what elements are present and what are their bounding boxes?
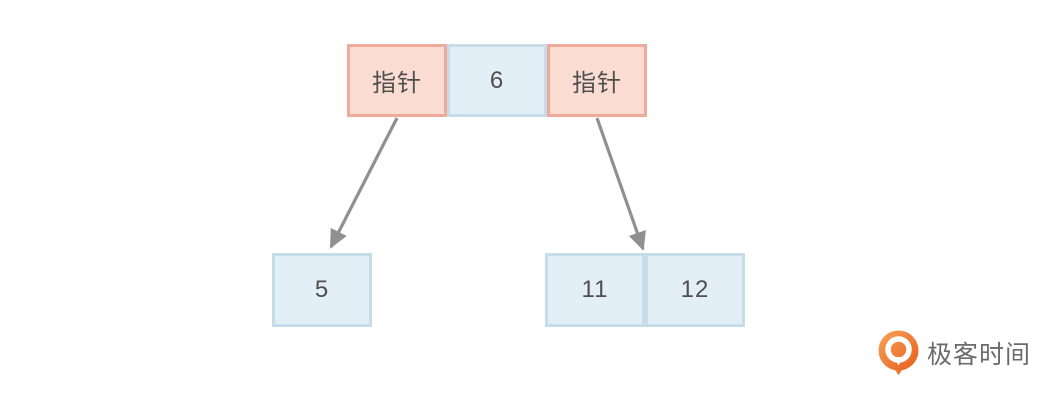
right-child-node: 11 12 — [545, 253, 745, 327]
root-left-pointer-cell: 指针 — [347, 44, 447, 117]
root-value-label: 6 — [489, 66, 505, 94]
geektime-logo-text: 极客时间 — [927, 341, 1032, 369]
right-child-value-cell-1: 11 — [545, 253, 645, 327]
left-pointer-arrow — [329, 117, 399, 249]
geektime-logo: 极客时间 — [877, 330, 1031, 376]
root-left-pointer-label: 指针 — [372, 70, 422, 97]
left-child-node: 5 — [272, 253, 372, 327]
root-value-cell: 6 — [447, 44, 547, 117]
geektime-logo-icon — [878, 330, 919, 375]
right-pointer-arrow — [595, 117, 646, 251]
left-child-value-cell: 5 — [272, 253, 372, 327]
right-child-value-label-1: 11 — [581, 276, 609, 303]
root-right-pointer-label: 指针 — [572, 70, 622, 97]
right-child-value-label-2: 12 — [680, 276, 710, 303]
root-node: 指针 6 指针 — [347, 44, 647, 117]
right-child-value-cell-2: 12 — [645, 253, 745, 327]
left-child-value-label: 5 — [314, 276, 330, 303]
root-right-pointer-cell: 指针 — [547, 44, 647, 117]
